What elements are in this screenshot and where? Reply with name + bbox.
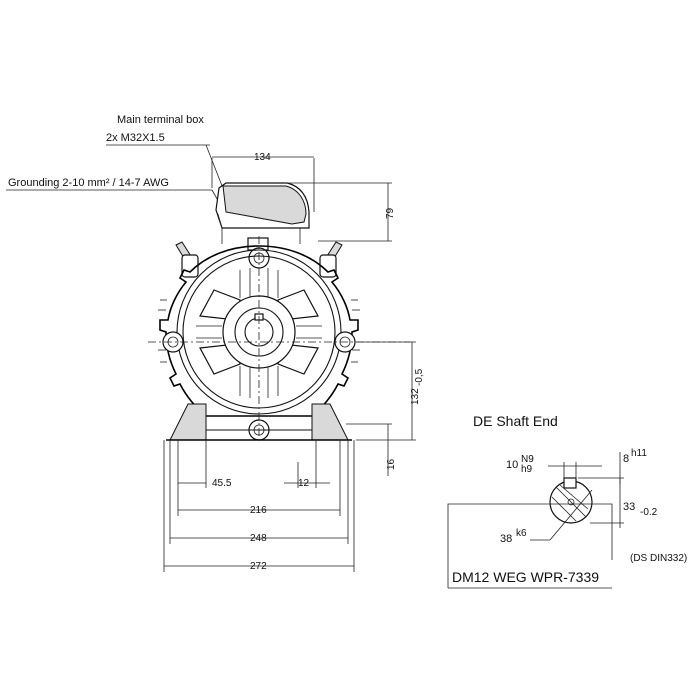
shaft-end-title: DE Shaft End: [473, 413, 558, 429]
overall-width-value: 272: [250, 561, 267, 572]
grounding-label: Grounding 2-10 mm² / 14-7 AWG: [8, 177, 169, 189]
model-label: DM12 WEG WPR-7339: [452, 569, 599, 585]
key-width-tol-upper: N9: [521, 454, 534, 465]
shaft-end-section: [549, 477, 593, 524]
box-width-value: 134: [254, 152, 271, 163]
foot-offset-value: 45.5: [212, 478, 232, 489]
key-width-value: 10: [506, 459, 518, 471]
terminal-box: [215, 182, 310, 251]
terminal-box-thread-label: 2x M32X1.5: [106, 132, 165, 144]
key-width-tol-lower: h9: [521, 464, 533, 475]
diameter-leader: [549, 489, 593, 541]
foot-hole-value: 12: [298, 478, 310, 489]
diameter-tolerance: k6: [516, 528, 527, 539]
shaft-height-value: 132: [410, 388, 421, 405]
shaft-height-tolerance: -0,5: [414, 368, 425, 386]
shaft-height-label: 132 -0,5: [410, 368, 425, 405]
foot-height-value: 16: [386, 458, 397, 470]
title-block-border: [447, 503, 613, 588]
key-height-value: 8: [623, 453, 629, 465]
key-depth-value: 33: [623, 501, 635, 513]
foot-span-value: 216: [250, 505, 267, 516]
diameter-value: 38: [500, 533, 512, 545]
frame-width-value: 248: [250, 533, 267, 544]
terminal-box-label: Main terminal box: [117, 114, 204, 126]
box-height-value: 79: [385, 207, 396, 219]
standard-note: (DS DIN332): [630, 553, 687, 564]
key-depth-tolerance: -0.2: [640, 507, 658, 518]
motor-front-view: [148, 236, 410, 444]
key-height-tolerance: h11: [631, 448, 647, 459]
